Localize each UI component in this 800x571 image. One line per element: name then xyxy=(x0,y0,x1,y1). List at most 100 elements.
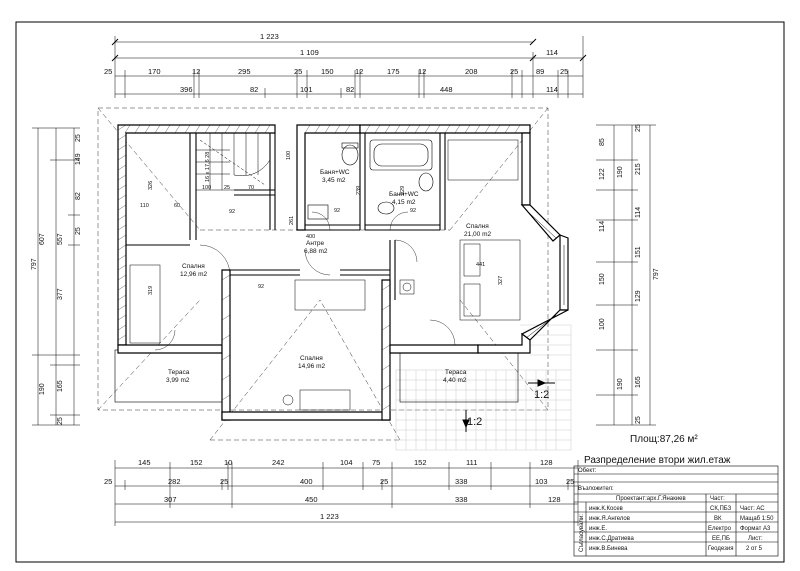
room-bath-2-name: Баня+WC xyxy=(389,191,419,198)
dim-label: 92 xyxy=(229,209,235,215)
dim-top-total-1: 1 223 xyxy=(260,32,279,41)
dim-label: 100 xyxy=(202,185,211,191)
dim-label: 70 xyxy=(248,185,254,191)
dim-label: 400 xyxy=(306,234,315,240)
dim-label: 100 xyxy=(599,318,606,330)
interior-dimension-labels: 326 319 261 441 327 400 100 70 100 25 11… xyxy=(140,151,504,295)
sheet-info: 2 от 5 xyxy=(746,546,763,552)
dim-label: 12 xyxy=(355,67,363,76)
approver-name: инж.К.Косев xyxy=(589,506,623,512)
room-bedroom-right-name: Спалня xyxy=(466,223,489,230)
room-bedroom-left-name: Спалня xyxy=(182,263,205,270)
dim-left-inner-82: 82 xyxy=(75,192,82,200)
dim-label: 101 xyxy=(300,85,313,94)
dim-label: 60 xyxy=(174,203,180,209)
dim-label: 111 xyxy=(466,458,477,467)
dim-label: 122 xyxy=(599,168,606,180)
dim-label: 261 xyxy=(289,216,295,225)
dim-left-797: 797 xyxy=(31,258,38,270)
dim-left-557: 557 xyxy=(57,233,64,245)
top-row3-labels: 25 170 12 295 25 150 12 175 12 208 25 89… xyxy=(104,67,568,76)
dim-label: 104 xyxy=(340,458,353,467)
top-row4-labels: 396 82 101 82 448 114 xyxy=(180,85,558,94)
dim-label: 239 xyxy=(356,186,362,195)
staircase xyxy=(195,132,271,191)
dim-label: 152 xyxy=(190,458,203,467)
room-bath-1-name: Баня+WC xyxy=(320,169,350,176)
dim-left-607: 607 xyxy=(39,233,46,245)
title-block-rows: инж.К.Косев СК,ПБЗ Част: АС инж.Я.Ангело… xyxy=(589,506,774,552)
dim-left-inner-149: 149 xyxy=(75,153,82,165)
bottom-row2-labels: 25 282 25 400 25 338 103 25 xyxy=(104,477,574,486)
dim-label: 92 xyxy=(334,208,340,214)
dim-label: 75 xyxy=(372,458,380,467)
object-label: Обект: xyxy=(578,468,597,474)
dim-top-total-2: 1 109 xyxy=(300,48,319,57)
stairs-note: 16 x 17,6 28 xyxy=(205,152,211,182)
dim-label: 400 xyxy=(300,477,313,486)
dim-label: 82 xyxy=(250,85,258,94)
dim-label: 208 xyxy=(465,67,478,76)
dim-label: 151 xyxy=(635,246,642,258)
dim-left-inner-25b: 25 xyxy=(75,227,82,235)
client-label: Възложител: xyxy=(578,486,614,492)
approver-part: ЕЕ,ПБ xyxy=(712,536,730,542)
total-area: Площ:87,26 м² xyxy=(630,434,698,445)
bottom-dimensions xyxy=(114,460,579,526)
exterior-walls xyxy=(117,124,531,421)
dim-label: 114 xyxy=(599,221,606,232)
dim-label: 85 xyxy=(599,138,606,146)
left-dimensions xyxy=(32,127,80,426)
room-terrace-right-area: 4,40 m2 xyxy=(443,377,467,384)
dim-left-190: 190 xyxy=(39,383,46,395)
approver-part: Електро xyxy=(708,526,732,532)
dim-label: 152 xyxy=(414,458,427,467)
dim-label: 25 xyxy=(224,185,230,191)
dim-label: 175 xyxy=(387,67,400,76)
bottom-row1-labels: 145 152 10 242 104 75 152 111 128 xyxy=(138,458,553,467)
bay-window-glass xyxy=(525,209,565,339)
right-dimensions xyxy=(596,124,656,426)
section-label-bottom: 1:2 xyxy=(467,416,482,428)
room-bath-1-area: 3,45 m2 xyxy=(322,177,346,184)
bathroom-1-fixtures xyxy=(307,142,359,220)
dim-label: 319 xyxy=(148,286,154,295)
room-bath-2-area: 4,15 m2 xyxy=(392,199,416,206)
terrace-floors xyxy=(395,324,572,451)
sheet-info: Част: АС xyxy=(740,506,765,512)
dim-label: 129 xyxy=(635,290,642,302)
room-bedroom-left-area: 12,96 m2 xyxy=(180,271,207,278)
approver-name: инж.С.Дратиева xyxy=(589,536,635,542)
room-bedroom-right-area: 21,00 m2 xyxy=(464,231,491,238)
approver-part: СК,ПБЗ xyxy=(710,506,732,512)
dim-label: 25 xyxy=(566,477,574,486)
dim-label: 242 xyxy=(272,458,285,467)
room-terrace-left-area: 3,99 m2 xyxy=(166,377,190,384)
dim-label: 12 xyxy=(192,67,200,76)
dim-label: 25 xyxy=(560,67,568,76)
drawing-title: Разпределение втори жил.етаж xyxy=(584,455,731,466)
dim-label: 92 xyxy=(258,284,264,290)
dim-left-377: 377 xyxy=(57,288,64,300)
door-swings xyxy=(154,211,456,351)
sheet-info: Мащаб 1:50 xyxy=(740,516,774,522)
terrace-left-rail xyxy=(114,349,224,403)
approvals-side-label: Съгласували: xyxy=(579,514,585,552)
approver-name: инж.Я.Ангелов xyxy=(589,516,630,522)
dim-left-inner-25: 25 xyxy=(75,134,82,142)
dim-label: 25 xyxy=(104,477,112,486)
approver-part: Геодезия xyxy=(708,546,733,552)
dim-label: 25 xyxy=(220,477,228,486)
approver-name: инж.Е. xyxy=(589,526,607,532)
room-hall-name: Антре xyxy=(306,240,325,247)
dim-label: 282 xyxy=(168,477,181,486)
section-marker-right xyxy=(528,379,555,387)
dim-bottom-total: 1 223 xyxy=(320,512,339,521)
dim-label: 25 xyxy=(294,67,302,76)
bathroom-2-fixtures xyxy=(369,139,434,215)
room-bedroom-mid-name: Спалня xyxy=(300,355,323,362)
dim-label: 229 xyxy=(400,186,406,195)
dim-label: 82 xyxy=(346,85,354,94)
dim-top-end-right: 114 xyxy=(546,48,558,57)
